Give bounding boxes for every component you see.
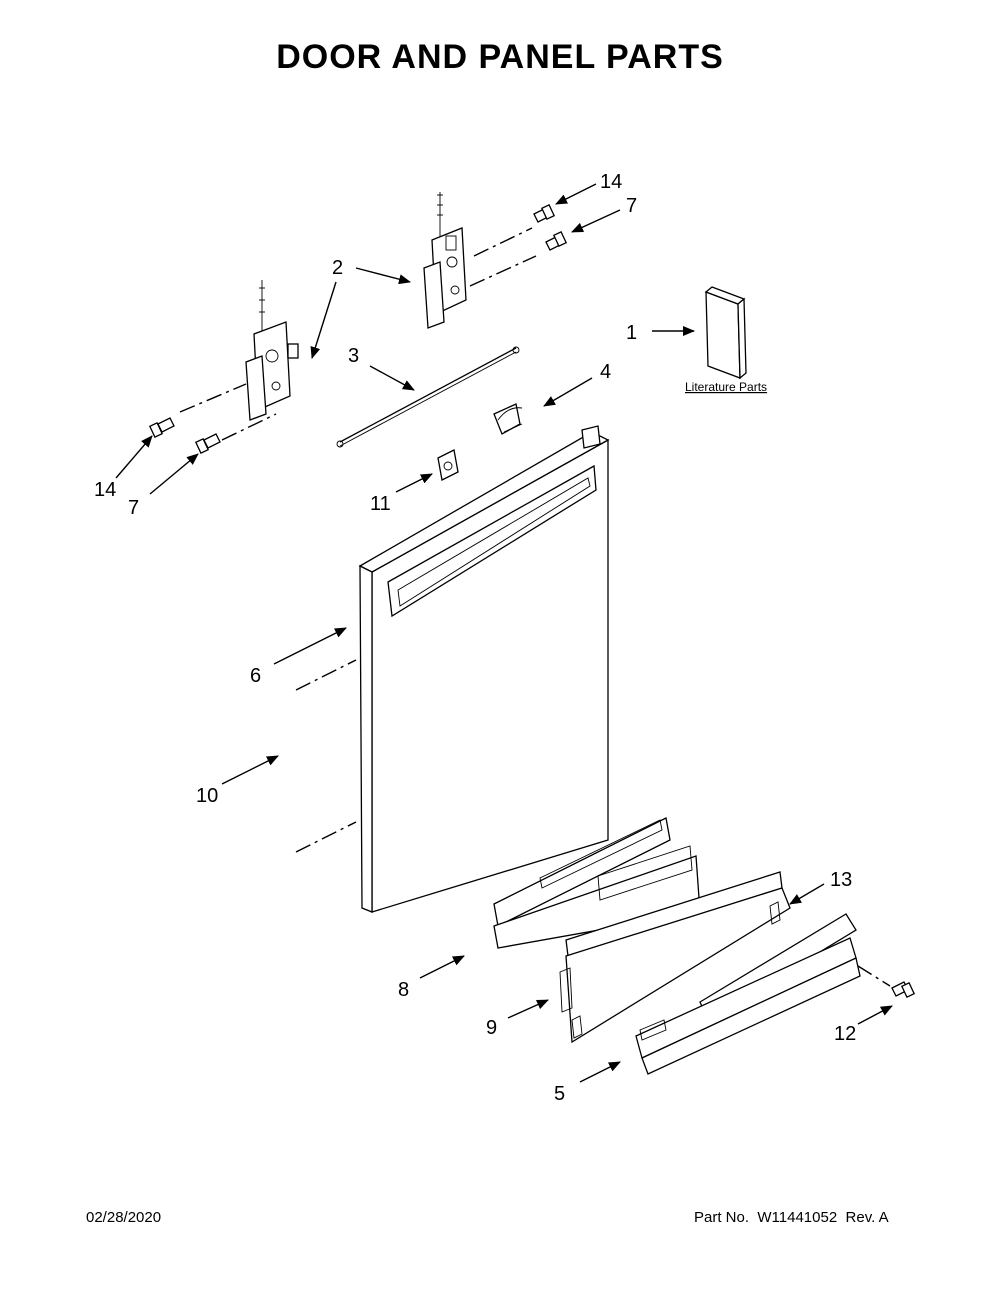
revision-label: Rev. A [845,1209,889,1226]
callout-13: 13 [830,869,852,891]
callout-arrow-10 [221,755,279,785]
screw-part-7-top [545,231,568,251]
callout-arrow-3 [369,365,415,391]
part-no-value: W11441052 [757,1209,838,1226]
literature-parts-label: Literature Parts [685,380,767,394]
callout-14-left: 14 [94,479,116,501]
callout-arrow-6 [273,627,347,665]
callout-arrow-2b [310,281,337,359]
screw-part-14-left [148,417,175,438]
callout-arrow-14-left [115,435,153,479]
base-panel-part [493,817,701,949]
callout-8: 8 [398,979,409,1001]
callout-arrow-2a [355,267,411,285]
screw-axis-line [179,383,247,413]
latch-clip-part [493,403,523,435]
screw-axis-line [473,227,533,257]
callout-7-top: 7 [626,195,637,217]
callout-1: 1 [626,322,637,344]
part-no-label: Part No. [694,1209,750,1226]
door-trim-part [295,659,357,853]
callout-12: 12 [834,1023,856,1045]
bracket-part [437,449,459,481]
left-hinge-part [245,280,299,421]
callout-7-left: 7 [128,497,139,519]
rod-part [336,346,520,448]
callout-5: 5 [554,1083,565,1105]
callout-arrow-14-top [555,183,597,205]
callout-11: 11 [370,493,391,515]
lower-panel-part [559,871,791,1044]
callout-arrow-7-top [571,209,621,233]
callout-arrow-12 [857,1005,893,1025]
screw-axis-line [221,413,277,441]
callout-arrow-11 [395,473,433,493]
screw-part-12 [891,981,916,998]
screw-part-7-left [194,433,221,454]
callout-arrow-4 [543,377,593,407]
callout-arrow-13 [789,883,825,905]
footer-date: 02/28/2020 [86,1209,162,1226]
screw-part-14-top [533,204,556,223]
callout-4: 4 [600,361,611,383]
footer-part-number: Part No. W11441052 Rev. A [694,1209,889,1226]
callout-3: 3 [348,345,359,367]
literature-booklet-part [704,286,747,380]
screw-axis-line [469,255,537,287]
door-panel-part [358,425,610,913]
screw-axis-line [857,965,891,987]
callout-10: 10 [196,785,218,807]
callout-arrow-5 [579,1061,621,1083]
page-title: DOOR AND PANEL PARTS [276,38,724,76]
callout-arrow-7-left [149,453,199,495]
callout-6: 6 [250,665,261,687]
kick-plate-part [635,937,861,1075]
callout-2: 2 [332,257,343,279]
callout-arrow-9 [507,999,549,1019]
callout-9: 9 [486,1017,497,1039]
callout-arrow-8 [419,955,465,979]
right-hinge-part [423,192,467,329]
callout-14-top: 14 [600,171,622,193]
